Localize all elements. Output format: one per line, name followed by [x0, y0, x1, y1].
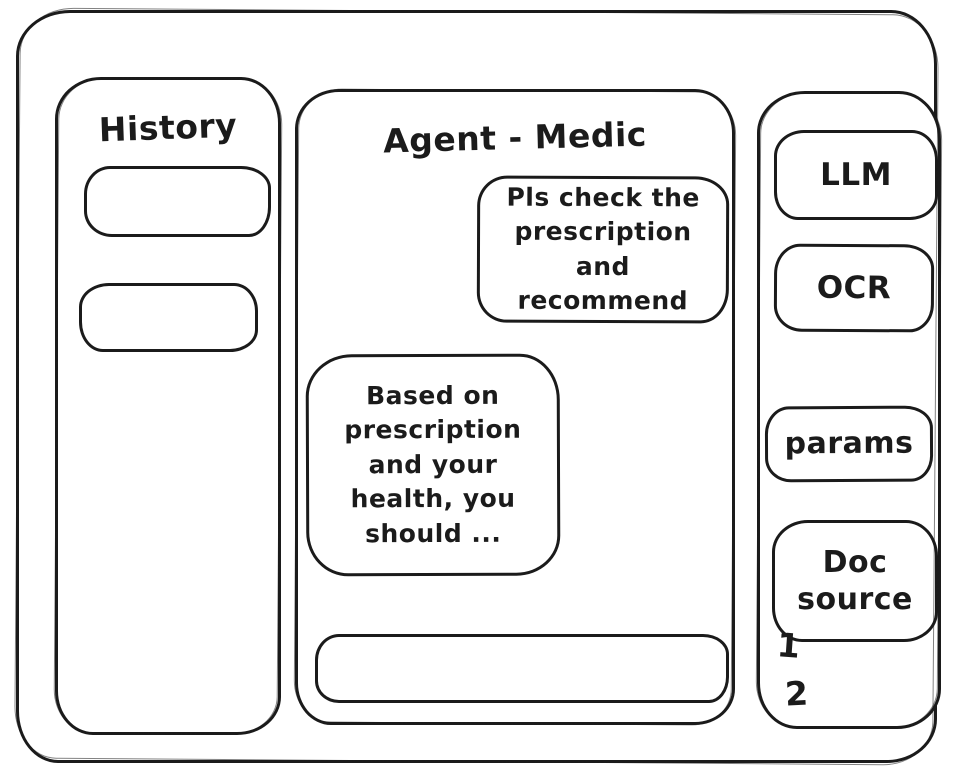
history-item[interactable] [79, 283, 258, 352]
sidebar-title: History [98, 105, 238, 150]
tools-panel: LLM OCR params Doc source 1 2 [757, 91, 941, 729]
tool-llm-button[interactable]: LLM [774, 130, 938, 220]
tool-ocr-button[interactable]: OCR [773, 243, 935, 333]
user-message-bubble: Pls check the prescription and recommend [476, 175, 730, 324]
app-frame: History Agent - Medic Pls check the pres… [16, 10, 941, 763]
tool-doc-source-button[interactable]: Doc source [772, 520, 938, 642]
chat-title: Agent - Medic [382, 114, 648, 161]
doc-source-ref-1[interactable]: 1 [775, 625, 802, 666]
history-item[interactable] [84, 166, 271, 237]
chat-panel: Agent - Medic Pls check the prescription… [295, 89, 735, 725]
doc-source-ref-2[interactable]: 2 [783, 673, 809, 714]
assistant-message-bubble: Based on prescription and your health, y… [305, 353, 561, 577]
tool-params-button[interactable]: params [764, 405, 934, 483]
sidebar-panel: History [55, 77, 281, 735]
message-input[interactable] [315, 634, 729, 703]
